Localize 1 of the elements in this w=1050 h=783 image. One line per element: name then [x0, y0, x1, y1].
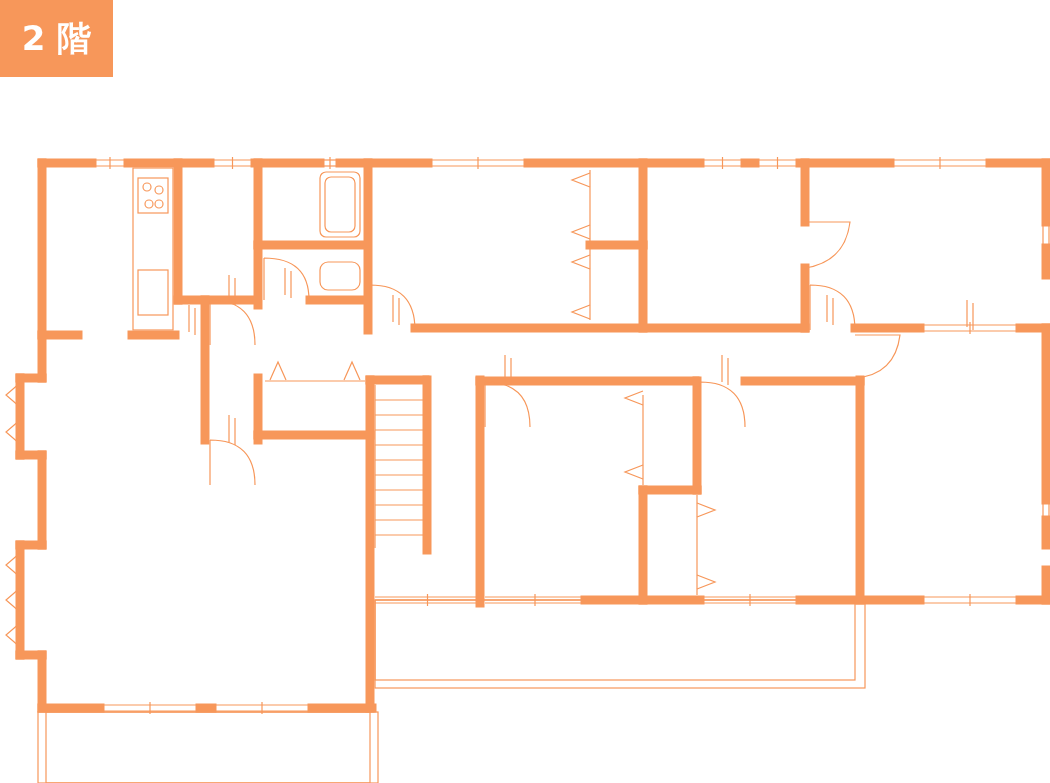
floor-title: 2 階 — [0, 0, 113, 77]
